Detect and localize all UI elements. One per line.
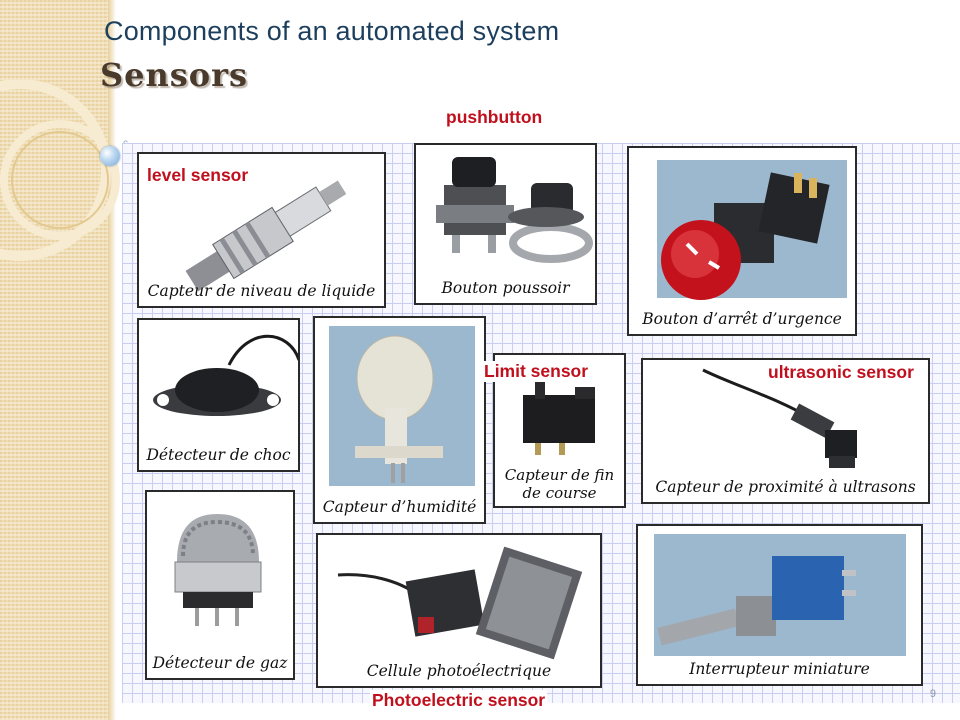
caption-emergency-button: Bouton d’arrêt d’urgence [642,310,842,328]
decorative-rings [0,80,120,261]
gas-detector-image [174,514,262,626]
card-photoelectric-cell: Cellule photoélectrique [316,533,602,688]
label-limit-sensor: Limit sensor [482,361,591,382]
label-pushbutton: pushbutton [444,107,545,128]
caption-shock-detector: Détecteur de choc [146,446,291,464]
caption-miniature-switch: Interrupteur miniature [689,660,870,678]
humidity-sensor-image [329,326,475,486]
label-photoelectric-sensor: Photoelectric sensor [370,690,548,711]
caption-pushbutton: Bouton poussoir [441,279,570,297]
label-level-sensor: level sensor [145,165,251,186]
card-pushbutton: Bouton poussoir [414,143,597,305]
caption-level-sensor: Capteur de niveau de liquide [147,282,376,300]
caption-humidity-sensor: Capteur d’humidité [322,498,477,516]
decorative-strip-edge [108,0,116,720]
caption-limit-sensor: Capteur de fin de course [504,466,615,502]
caption-ultrasonic-sensor: Capteur de proximité à ultrasons [655,478,916,496]
level-sensor-image [185,180,347,292]
limit-sensor-image [523,377,595,455]
caption-gas-detector: Détecteur de gaz [152,654,288,672]
card-miniature-switch: Interrupteur miniature [636,524,923,686]
card-gas-detector: Détecteur de gaz [145,490,295,680]
card-emergency-button: Bouton d’arrêt d’urgence [627,146,857,336]
slide-title: Components of an automated system [104,16,560,46]
card-humidity-sensor: Capteur d’humidité [313,316,486,524]
card-shock-detector: Détecteur de choc [137,318,300,472]
miniature-switch-image [654,534,906,656]
page-number: 9 [929,688,936,700]
caption-photoelectric-cell: Cellule photoélectrique [366,662,552,680]
ultrasonic-sensor-image [702,368,857,468]
pushbutton-image [436,157,593,263]
decorative-bullet [100,146,120,166]
photoelectric-cell-image [337,546,583,660]
label-ultrasonic-sensor: ultrasonic sensor [766,362,916,383]
shock-detector-image [153,334,298,416]
emergency-button-image [657,160,847,300]
slide-subtitle: Sensors [100,56,248,94]
